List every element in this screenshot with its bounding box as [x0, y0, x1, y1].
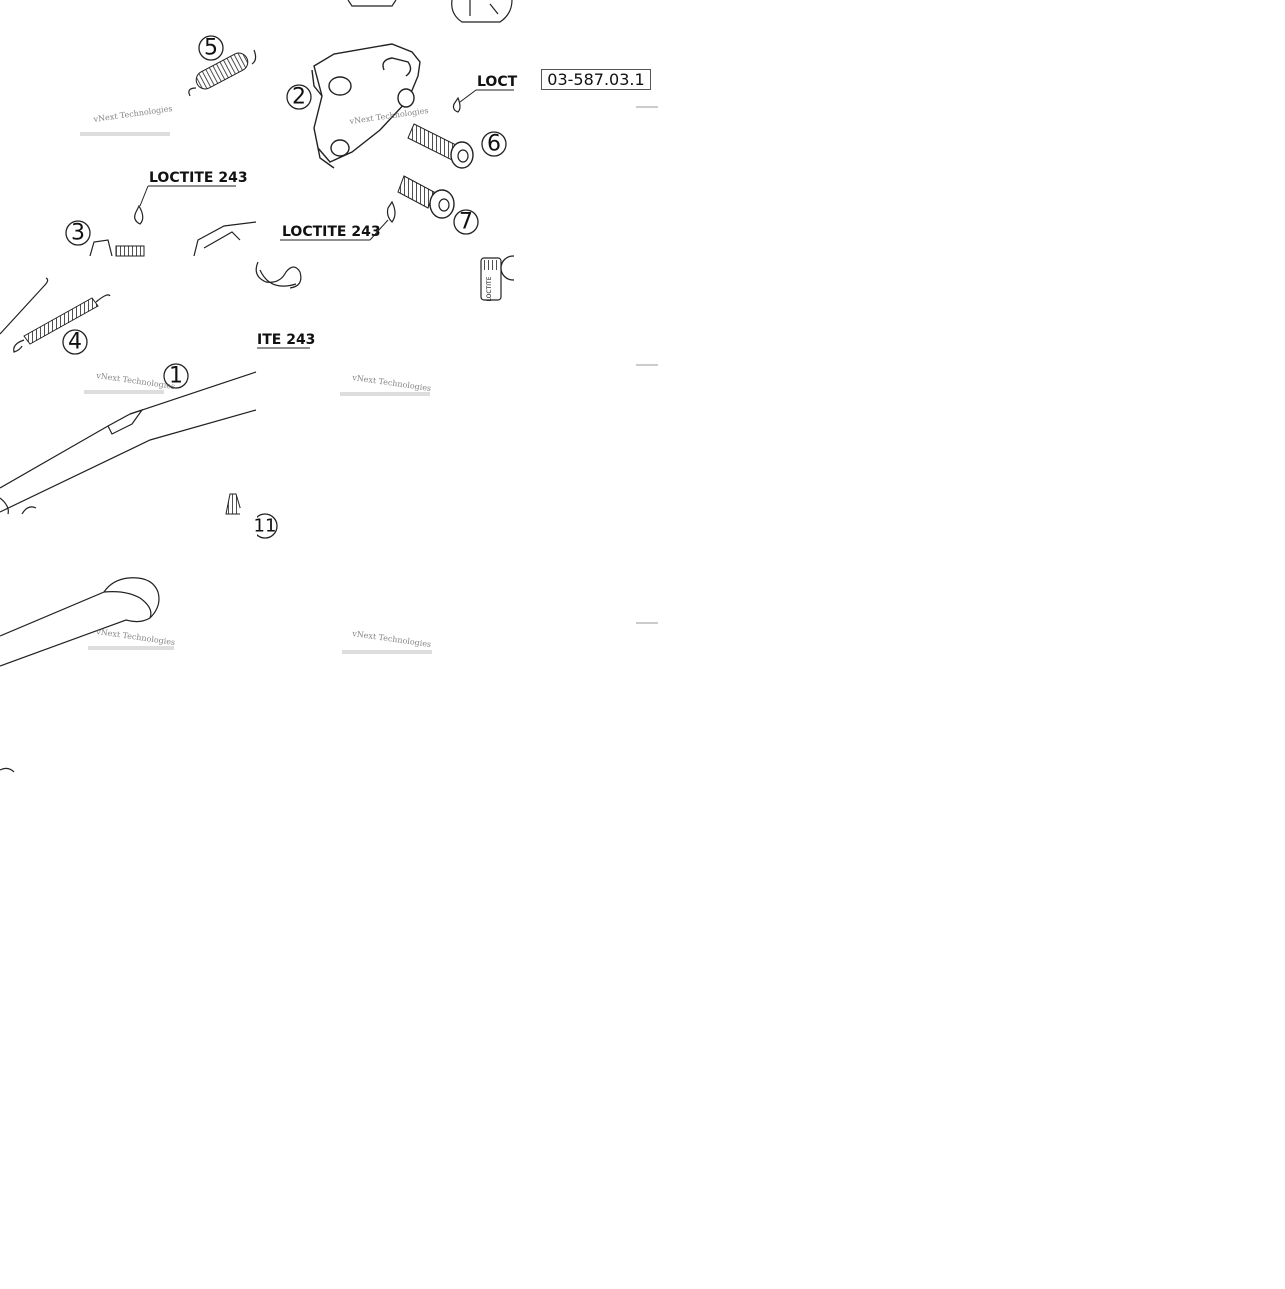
part-2-bracket — [311, 43, 421, 169]
loctite-label: LOCTITE 243 — [282, 224, 381, 240]
loctite-labels: LOCT LOCTITE 243 LOCTITE 243 ITE 243 — [139, 74, 518, 349]
watermark: vNext Technologies — [351, 629, 432, 649]
callout-7 — [453, 209, 479, 235]
callout-label: 6 — [487, 132, 501, 157]
part-6-bolt — [407, 123, 474, 169]
callout-label: 5 — [204, 36, 218, 61]
stand-foot-pad — [0, 577, 160, 773]
reference-code-box: 03-587.03.1 — [541, 69, 651, 90]
tile-mask — [514, 250, 544, 290]
callout-label: 11 — [254, 516, 277, 537]
part-4-spring — [0, 277, 111, 353]
callout-6 — [481, 131, 507, 157]
watermark: vNext Technologies — [95, 627, 176, 647]
part-5-spring — [188, 49, 257, 97]
watermark: vNext Technologies — [351, 373, 432, 393]
loctite-label: LOCTITE 243 — [149, 170, 248, 186]
callout-label: 4 — [68, 330, 82, 355]
callout-label: 7 — [459, 210, 473, 235]
callout-1 — [163, 363, 189, 389]
callout-label: 3 — [71, 221, 85, 246]
callout-5 — [198, 35, 224, 61]
bottle-label: LOCTITE — [486, 276, 493, 301]
watermark: vNext Technologies — [92, 104, 173, 124]
callout-label: 1 — [169, 364, 183, 389]
loctite-drops — [134, 96, 461, 225]
callout-label: 2 — [292, 85, 306, 110]
callout-4 — [62, 329, 88, 355]
callout-numbers: 5 2 6 3 7 4 1 11 — [68, 36, 501, 537]
top-partial-parts — [347, 0, 513, 23]
callout-2 — [286, 84, 312, 110]
part-1-side-stand — [0, 371, 257, 515]
watermark-faint-dots — [80, 106, 658, 654]
loctite-bottle-icon: LOCTITE — [480, 257, 502, 301]
loctite-label: LOCT — [477, 74, 518, 90]
loctite-label: ITE 243 — [257, 332, 315, 348]
part-7-bolt — [397, 175, 455, 219]
watermarks: vNext Technologies vNext Technologies vN… — [92, 104, 432, 649]
tile-mask — [240, 508, 257, 544]
part-3-pin — [89, 239, 145, 257]
center-partial-part — [193, 221, 302, 289]
callout-3 — [65, 220, 91, 246]
callouts — [62, 35, 526, 539]
part-11-brush — [225, 493, 243, 515]
